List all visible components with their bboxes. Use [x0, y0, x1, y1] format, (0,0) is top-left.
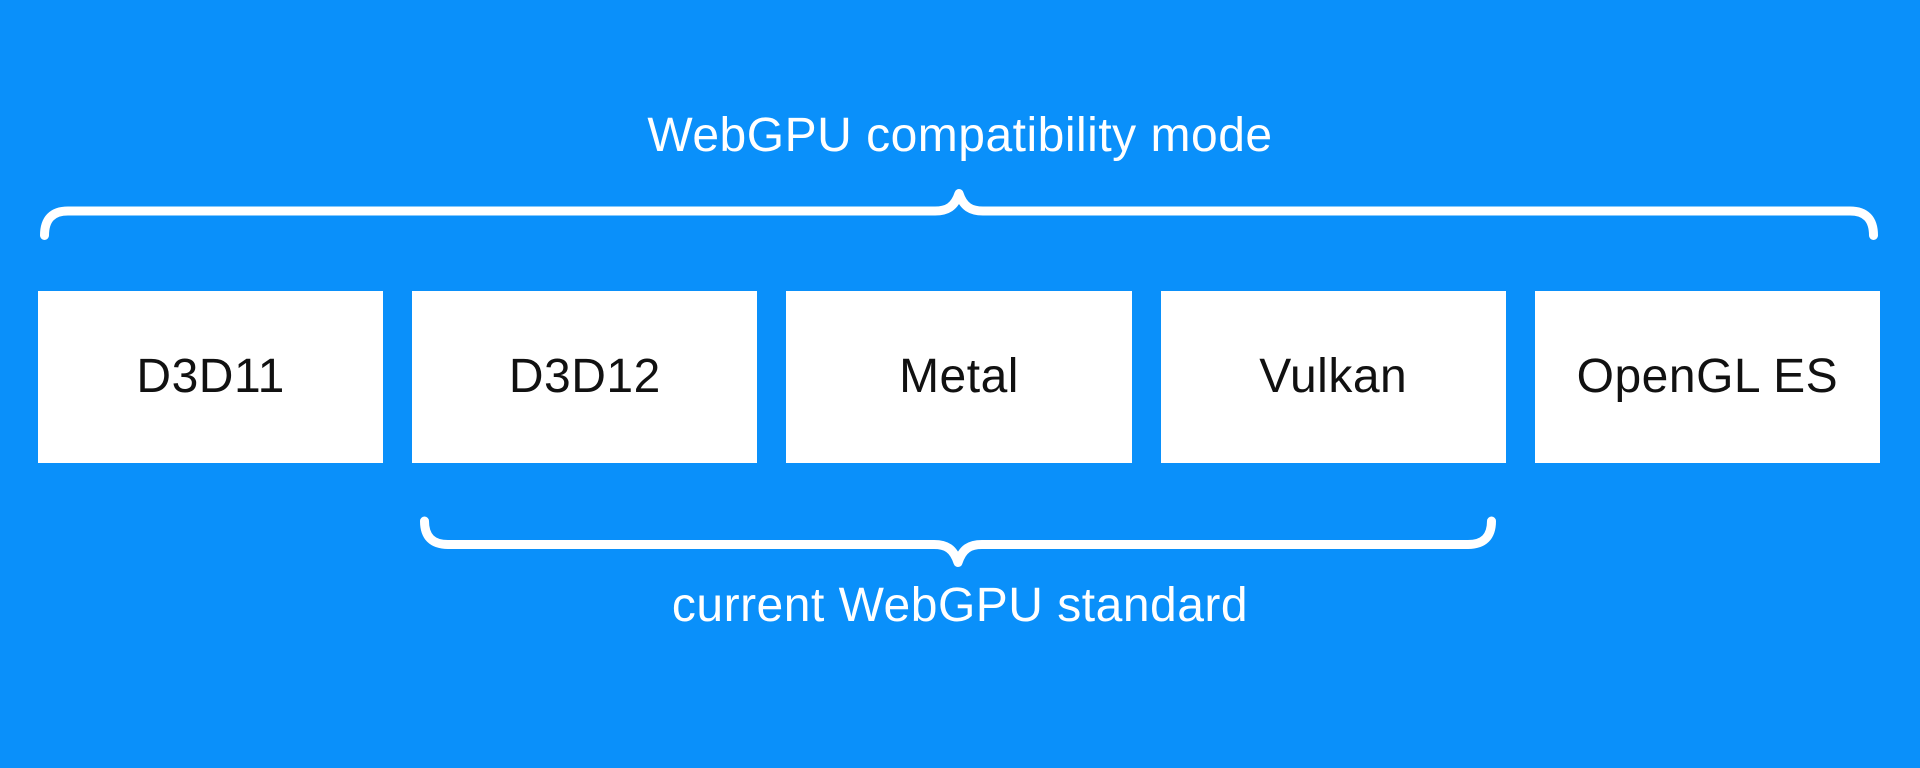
diagram-title: WebGPU compatibility mode: [647, 109, 1273, 162]
api-box-d3d12: D3D12: [412, 291, 758, 463]
api-box-vulkan: Vulkan: [1160, 291, 1506, 463]
api-boxes-row: D3D11 D3D12 Metal Vulkan OpenGL ES: [38, 291, 1881, 463]
api-box-label: Vulkan: [1259, 350, 1408, 403]
top-curly-brace: [40, 189, 1878, 240]
bottom-brace-label: current WebGPU standard: [671, 579, 1249, 632]
api-box-label: Metal: [899, 350, 1019, 403]
api-box-opengl-es: OpenGL ES: [1534, 291, 1881, 463]
api-box-label: D3D12: [508, 350, 661, 403]
bottom-curly-brace: [420, 516, 1496, 567]
api-box-label: D3D11: [136, 350, 285, 403]
api-box-d3d11: D3D11: [38, 291, 384, 463]
api-box-metal: Metal: [786, 291, 1132, 463]
api-box-label: OpenGL ES: [1576, 350, 1839, 403]
